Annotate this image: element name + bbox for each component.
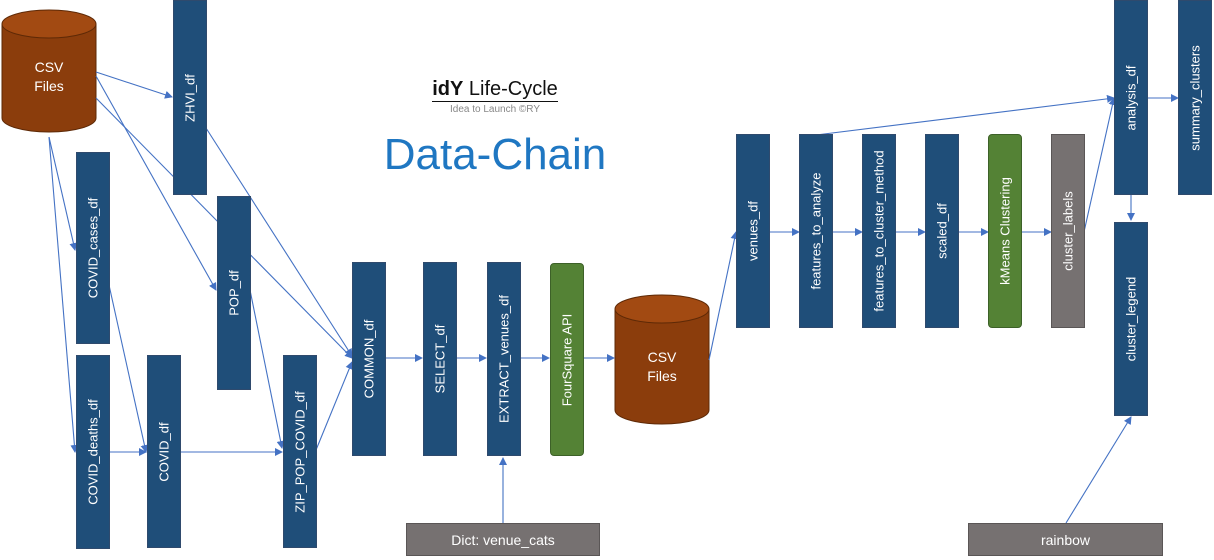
cluster-labels-node: cluster_labels	[1051, 134, 1085, 328]
pop-df-label: POP_df	[226, 270, 242, 316]
csv-output-label: CSV Files	[647, 349, 677, 384]
arrow-csv-to-zhvi	[95, 71, 173, 99]
covid-cases-df-label: COVID_cases_df	[85, 197, 101, 299]
kmeans-clustering-node: kMeans Clustering	[988, 134, 1022, 328]
arrow-rainbow-to-legend	[1065, 416, 1132, 524]
lifecycle-title: idY Life-Cycle	[420, 78, 570, 102]
venues-df-label: venues_df	[745, 201, 761, 261]
covid-df-label: COVID_df	[156, 421, 172, 482]
zip-pop-covid-df-label: ZIP_POP_COVID_df	[292, 390, 308, 513]
analysis-df-label: analysis_df	[1123, 64, 1139, 131]
zip-pop-covid-df-node: ZIP_POP_COVID_df	[283, 355, 317, 548]
pop-df-node: POP_df	[217, 196, 251, 390]
common-df-node: COMMON_df	[352, 262, 386, 456]
cluster-labels-label: cluster_labels	[1060, 191, 1076, 271]
lifecycle-logo-mark: idY	[432, 78, 464, 100]
features-to-analyze-node: features_to_analyze	[799, 134, 833, 328]
features-to-cluster-method-label: features_to_cluster_method	[871, 150, 887, 312]
covid-df-node: COVID_df	[147, 355, 181, 548]
features-to-cluster-method-node: features_to_cluster_method	[862, 134, 896, 328]
arrow-csv-to-venues	[708, 231, 739, 361]
venues-df-node: venues_df	[736, 134, 770, 328]
covid-deaths-df-node: COVID_deaths_df	[76, 355, 110, 549]
page-title: Data-Chain	[383, 130, 607, 179]
arrow-features-to-analysis	[815, 94, 1115, 136]
cluster-legend-node: cluster_legend	[1114, 222, 1148, 416]
extract-venues-df-node: EXTRACT_venues_df	[487, 262, 521, 456]
extract-venues-df-label: EXTRACT_venues_df	[496, 295, 512, 423]
arrow-csv-to-pop	[95, 75, 217, 291]
foursquare-api-node: FourSquare API	[550, 263, 584, 456]
scaled-df-label: scaled_df	[934, 203, 950, 259]
zhvi-df-label: ZHVI_df	[182, 73, 198, 122]
csv-source-cylinder	[1, 9, 97, 133]
covid-deaths-df-label: COVID_deaths_df	[85, 399, 101, 505]
select-df-label: SELECT_df	[432, 324, 448, 394]
lifecycle-subtitle: Idea to Launch ©RY	[449, 104, 541, 115]
arrow-zhvi-to-common	[205, 127, 353, 357]
lifecycle-label: Life-Cycle	[468, 78, 558, 100]
arrow-pop-to-zip	[249, 289, 285, 449]
common-df-label: COMMON_df	[361, 319, 377, 399]
features-to-analyze-label: features_to_analyze	[808, 172, 824, 290]
dict-venue-cats-node: Dict: venue_cats	[406, 523, 600, 556]
covid-cases-df-node: COVID_cases_df	[76, 152, 110, 344]
arrow-labels-to-analysis	[1083, 97, 1117, 233]
arrow-covid-cases-to-covid	[108, 284, 149, 453]
zhvi-df-node: ZHVI_df	[173, 0, 207, 195]
arrow-csv-to-covid-cases	[48, 136, 78, 251]
arrow-zip-to-common	[315, 361, 354, 451]
analysis-df-node: analysis_df	[1114, 0, 1148, 195]
summary-clusters-node: summary_clusters	[1178, 0, 1212, 195]
rainbow-node: rainbow	[968, 523, 1163, 556]
csv-source-label: CSV Files	[34, 59, 64, 94]
csv-output-cylinder	[614, 294, 710, 425]
scaled-df-node: scaled_df	[925, 134, 959, 328]
arrow-csv-to-covid-deaths	[48, 136, 79, 453]
arrows	[48, 71, 1179, 524]
kmeans-clustering-label: kMeans Clustering	[997, 177, 1013, 285]
foursquare-api-label: FourSquare API	[559, 313, 575, 406]
summary-clusters-label: summary_clusters	[1187, 44, 1203, 151]
cluster-legend-label: cluster_legend	[1123, 276, 1139, 362]
select-df-node: SELECT_df	[423, 262, 457, 456]
